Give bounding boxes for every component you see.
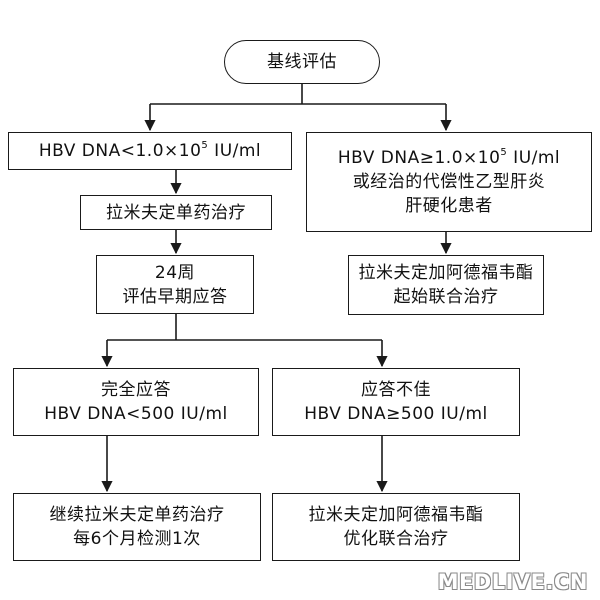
high-dna-unit: IU/ml bbox=[507, 148, 561, 168]
node-high-hbv-dna-line3: 肝硬化患者 bbox=[405, 196, 493, 216]
node-week24-line1: 24周 bbox=[154, 262, 196, 283]
node-poor-response-line1: 应答不佳 bbox=[361, 380, 431, 400]
node-optimize-combination-line2: 优化联合治疗 bbox=[343, 529, 449, 549]
node-complete-response-line2: HBV DNA<500 IU/ml bbox=[44, 404, 228, 424]
watermark: MEDLIVE.CN bbox=[437, 570, 588, 594]
node-continue-monotherapy: 继续拉米夫定单药治疗 每6个月检测1次 bbox=[13, 493, 261, 561]
node-continue-monotherapy-line2: 每6个月检测1次 bbox=[73, 529, 201, 549]
high-dna-exponent: 5 bbox=[500, 147, 508, 159]
node-baseline-label: 基线评估 bbox=[267, 52, 337, 72]
high-dna-prefix: HBV DNA≥1.0×10 bbox=[337, 148, 501, 168]
low-dna-exponent: 5 bbox=[201, 140, 209, 152]
node-complete-response-line1: 完全应答 bbox=[101, 380, 171, 400]
node-low-hbv-dna-text: HBV DNA<1.0×105 IU/ml bbox=[39, 139, 261, 163]
node-combination-start-line2: 起始联合治疗 bbox=[393, 287, 499, 307]
node-high-hbv-dna: HBV DNA≥1.0×105 IU/ml 或经治的代偿性乙型肝炎 肝硬化患者 bbox=[306, 132, 592, 232]
node-lamivudine-mono-label: 拉米夫定单药治疗 bbox=[106, 202, 246, 223]
node-continue-monotherapy-line1: 继续拉米夫定单药治疗 bbox=[49, 505, 225, 525]
low-dna-unit: IU/ml bbox=[208, 141, 262, 161]
node-week24-line2: 评估早期应答 bbox=[122, 286, 228, 307]
low-dna-prefix: HBV DNA<1.0×10 bbox=[38, 141, 202, 161]
node-high-hbv-dna-line2: 或经治的代偿性乙型肝炎 bbox=[352, 172, 546, 192]
node-high-hbv-dna-line1: HBV DNA≥1.0×105 IU/ml bbox=[338, 146, 560, 170]
node-poor-response: 应答不佳 HBV DNA≥500 IU/ml bbox=[272, 368, 520, 436]
node-complete-response: 完全应答 HBV DNA<500 IU/ml bbox=[13, 368, 259, 436]
node-combination-start: 拉米夫定加阿德福韦酯 起始联合治疗 bbox=[348, 255, 544, 315]
node-week24-assessment: 24周 评估早期应答 bbox=[96, 255, 254, 314]
node-baseline-assessment: 基线评估 bbox=[224, 40, 380, 84]
node-combination-start-line1: 拉米夫定加阿德福韦酯 bbox=[358, 263, 534, 283]
node-lamivudine-mono: 拉米夫定单药治疗 bbox=[80, 195, 272, 230]
node-low-hbv-dna: HBV DNA<1.0×105 IU/ml bbox=[8, 132, 292, 170]
node-poor-response-line2: HBV DNA≥500 IU/ml bbox=[304, 404, 488, 424]
node-optimize-combination-line1: 拉米夫定加阿德福韦酯 bbox=[308, 505, 484, 525]
node-optimize-combination: 拉米夫定加阿德福韦酯 优化联合治疗 bbox=[272, 493, 520, 561]
